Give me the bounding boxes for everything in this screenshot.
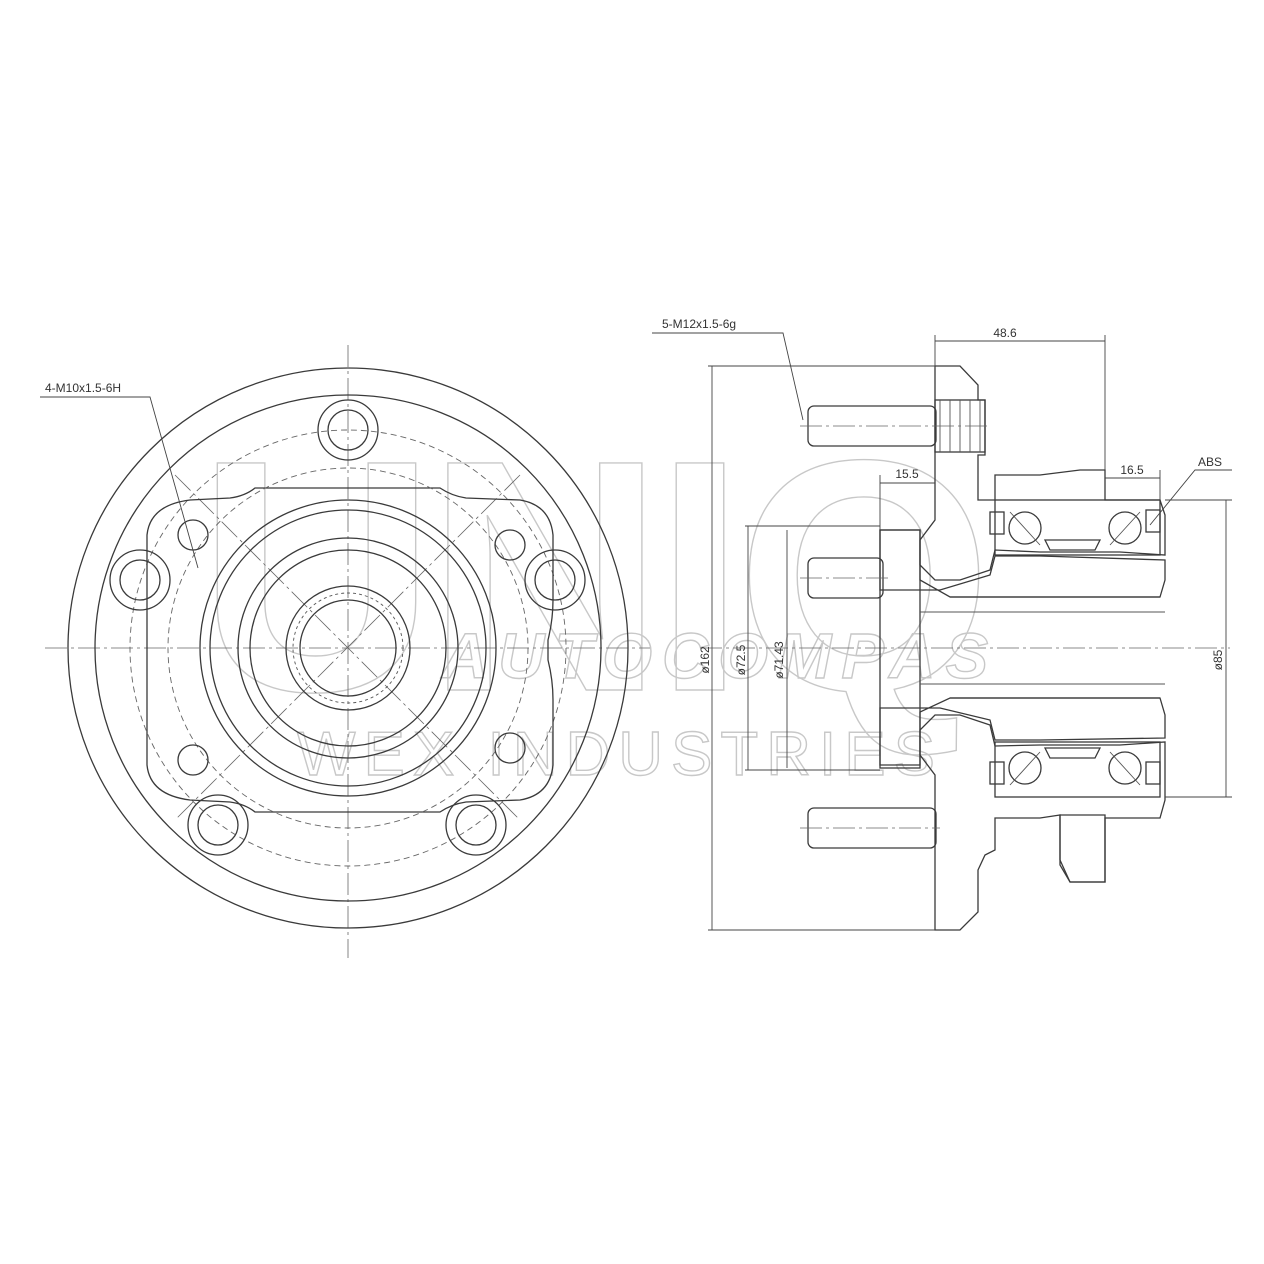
watermark-line1: AUTOCOMPAS	[440, 620, 998, 692]
ball-contact-line	[1009, 751, 1041, 786]
stud-hole	[119, 559, 161, 601]
abs-seal	[1145, 761, 1161, 785]
front-thread-leader	[40, 396, 199, 569]
flange-outer-circle	[67, 367, 629, 929]
hub-ring	[237, 537, 459, 759]
hub-ring	[209, 509, 487, 787]
stud-hole	[317, 399, 379, 461]
wheel-studs	[800, 399, 990, 849]
flange-section-lower	[919, 714, 1166, 931]
abs-seal	[1145, 509, 1161, 533]
seal	[989, 761, 1005, 785]
cage	[1043, 539, 1102, 551]
bearing-outer-race	[994, 499, 1161, 556]
spline-outer	[285, 585, 411, 711]
front-center-line-diagonal	[174, 474, 521, 821]
bearing-lower	[989, 741, 1161, 798]
bolt-pitch-circle	[167, 467, 529, 829]
front-thread-label: 4-M10x1.5-6H	[45, 381, 121, 395]
dim-dia-71-43: ø71.43	[772, 641, 786, 679]
dim-16-5: 16.5	[1120, 463, 1144, 477]
front-view: 4-M10x1.5-6H	[40, 345, 650, 958]
stud-hole	[455, 804, 497, 846]
stud-hole	[187, 794, 249, 856]
stud-hole	[327, 409, 369, 451]
hub-ring	[199, 499, 497, 797]
seal	[989, 511, 1005, 535]
bearing-ball	[1108, 511, 1142, 545]
inner-flange-outline	[146, 487, 554, 813]
bearing-ball	[1008, 751, 1042, 785]
bearing-ball	[1108, 751, 1142, 785]
dim-dia-162: ø162	[698, 646, 712, 674]
stud-thread-label: 5-M12x1.5-6g	[662, 317, 736, 331]
ball-contact-line	[1109, 751, 1141, 786]
threaded-hole	[494, 732, 526, 764]
cage	[1043, 747, 1102, 759]
stud-holes	[109, 399, 586, 856]
side-view: 48.6 15.5 16.5 ABS 5-M12x1.5-6g ø162 ø72…	[652, 317, 1232, 931]
dim-dia-72-5: ø72.5	[734, 644, 748, 675]
stud-hole	[445, 794, 507, 856]
bearing-upper	[989, 499, 1161, 556]
bearing-ball	[1008, 511, 1042, 545]
spline-root	[292, 592, 404, 704]
hub-ring	[249, 549, 447, 747]
dim-48-6: 48.6	[993, 326, 1017, 340]
threaded-hole	[177, 744, 209, 776]
dim-15-5: 15.5	[895, 467, 919, 481]
stud-pitch-circle	[129, 429, 567, 867]
stud-thread-leader	[652, 332, 804, 421]
stud-hole	[524, 549, 586, 611]
ball-contact-line	[1009, 511, 1041, 546]
bearing-outer-race	[994, 741, 1161, 798]
flange-inner-circle	[94, 394, 602, 902]
stud-hole	[109, 549, 171, 611]
threaded-hole	[494, 529, 526, 561]
ball-contact-line	[1109, 511, 1141, 546]
watermark: UNIQ AUTOCOMPAS WEX INDUSTRIES	[197, 390, 998, 789]
dim-dia-85: ø85	[1211, 649, 1225, 670]
abs-label: ABS	[1198, 455, 1222, 469]
pilot-face	[879, 529, 921, 769]
stud-hole	[197, 804, 239, 846]
mounting-ear	[1059, 814, 1106, 883]
abs-leader	[1149, 469, 1232, 526]
stud-hole	[534, 559, 576, 601]
spline-inner	[299, 599, 397, 697]
